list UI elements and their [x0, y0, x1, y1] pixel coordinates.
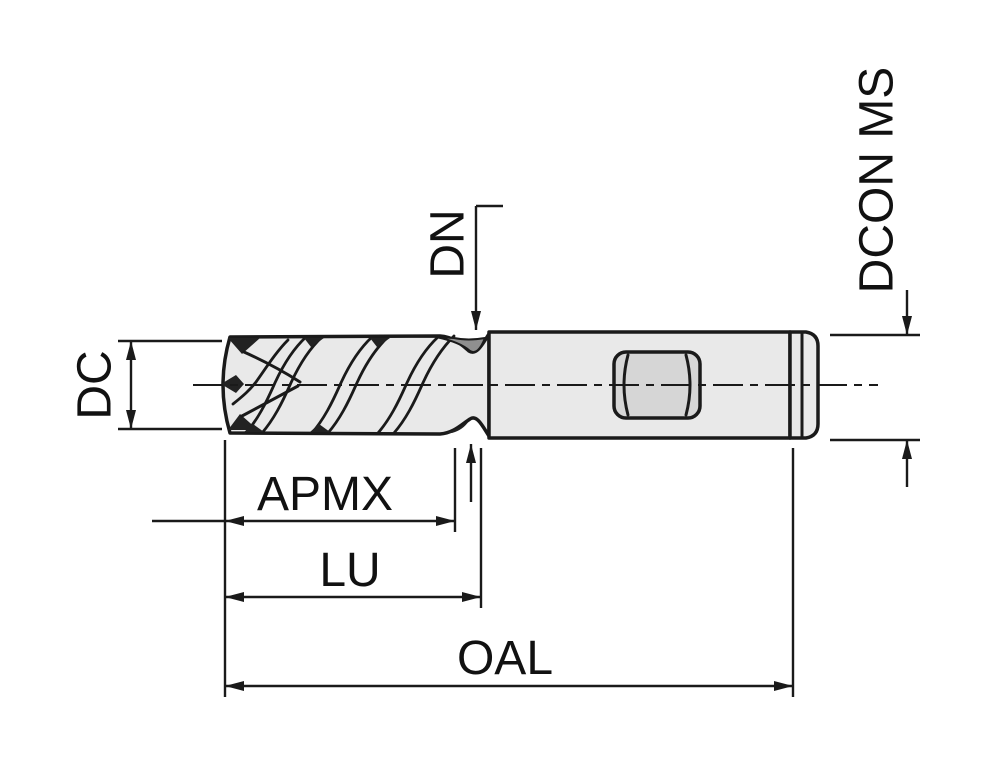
- end-tooth-bottom: [228, 414, 258, 430]
- lu-arrow-left: [225, 592, 244, 602]
- tool-body: [193, 330, 878, 440]
- label-oal: OAL: [457, 632, 553, 685]
- apmx-arrow-left: [225, 516, 244, 526]
- label-dn: DN: [422, 209, 475, 278]
- dc-arrow-down: [126, 410, 136, 429]
- dim-dn: DN: [422, 204, 503, 502]
- dn-arrow-down: [471, 311, 481, 330]
- label-lu: LU: [319, 544, 380, 597]
- flute-runout: [446, 421, 469, 433]
- dim-oal: OAL: [223, 440, 795, 697]
- label-dc: DC: [69, 350, 122, 419]
- label-apmx: APMX: [257, 468, 393, 521]
- lu-arrow-right: [462, 592, 481, 602]
- oal-arrow-left: [225, 681, 244, 691]
- apmx-arrow-right: [436, 516, 455, 526]
- flute-land-wedge: [304, 338, 324, 347]
- dim-lu: LU: [225, 448, 483, 608]
- helix-curve: [231, 338, 290, 406]
- end-gash: [240, 384, 300, 418]
- end-tooth-top: [228, 338, 260, 354]
- dim-dc: DC: [69, 339, 222, 431]
- end-teeth: [221, 338, 302, 430]
- label-dcon-ms: DCON MS: [851, 67, 904, 294]
- dn-arrow-up: [466, 444, 476, 463]
- flute-land-wedge: [310, 424, 330, 432]
- dcon-arrow-up: [902, 440, 912, 459]
- dim-dcon: DCON MS: [830, 67, 920, 487]
- flute-land-wedge: [370, 338, 390, 347]
- dcon-arrow-down: [902, 316, 912, 335]
- end-gash: [242, 350, 302, 384]
- dim-apmx: APMX: [152, 448, 457, 532]
- flute-runout: [435, 336, 487, 354]
- dc-arrow-up: [126, 341, 136, 360]
- oal-arrow-right: [774, 681, 793, 691]
